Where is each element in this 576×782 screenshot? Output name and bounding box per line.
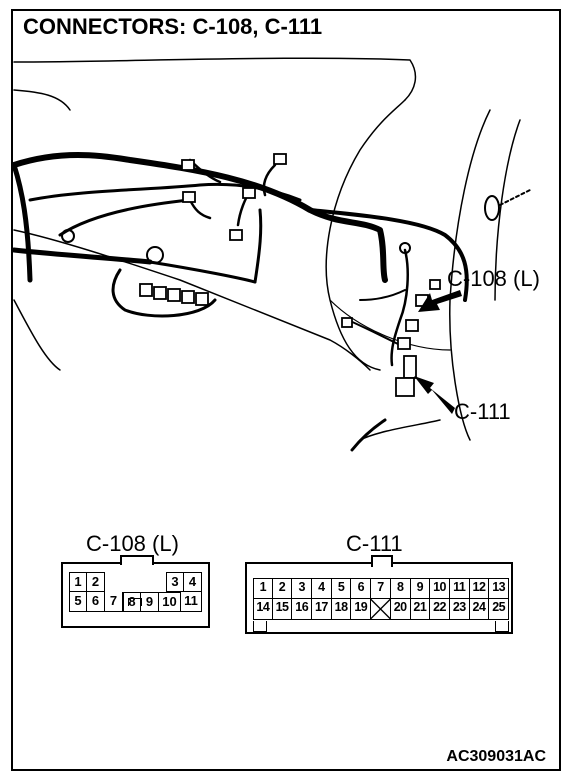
c108-pin: 5	[69, 592, 87, 612]
c111-pin: 7	[371, 578, 391, 599]
c111-pin: 17	[312, 599, 332, 620]
c111-pin: 15	[272, 599, 293, 620]
c111-pin: 1	[253, 578, 273, 599]
c108-pin: 1	[69, 572, 87, 592]
diagram-frame	[11, 9, 561, 771]
c108-pin: 10	[159, 592, 181, 612]
c111-pin: 14	[253, 599, 273, 620]
c111-pin: 23	[449, 599, 470, 620]
c108-key	[128, 598, 142, 606]
c108-pin: 9	[141, 592, 159, 612]
c111-pin: 6	[351, 578, 372, 599]
c108-callout-label: C-108 (L)	[447, 266, 540, 291]
c108-pin: 8	[123, 592, 141, 612]
c111-pin: 18	[331, 599, 352, 620]
c111-pin: 11	[449, 578, 470, 599]
c108-connector-face: 1 2 3 4 5 6 7 8 9 10 11	[61, 555, 210, 628]
c111-pin: 2	[272, 578, 293, 599]
c111-pin: 21	[410, 599, 431, 620]
c111-pin: 4	[312, 578, 332, 599]
c111-callout-label: C-111	[454, 399, 511, 424]
c111-pin: 10	[430, 578, 450, 599]
c108-face-label: C-108 (L)	[86, 531, 179, 556]
c111-pin: 13	[489, 578, 509, 599]
c111-pin: 22	[430, 599, 450, 620]
c108-pin: 7	[105, 592, 123, 612]
c108-pin: 3	[166, 572, 184, 592]
c111-pin: 20	[390, 599, 411, 620]
c111-pin: 25	[489, 599, 509, 620]
c111-pin: 16	[292, 599, 313, 620]
c111-pin: 8	[390, 578, 411, 599]
c111-blank-cavity	[371, 599, 391, 620]
c111-left-guide	[253, 621, 267, 632]
c108-latch	[120, 555, 154, 565]
c108-pin: 4	[184, 572, 202, 592]
c111-pin: 3	[292, 578, 313, 599]
c108-pin: 6	[87, 592, 105, 612]
c108-pin: 11	[181, 592, 202, 612]
c111-right-guide	[495, 621, 509, 632]
diagram-title: CONNECTORS: C-108, C-111	[23, 14, 323, 39]
c111-pin: 19	[351, 599, 372, 620]
c111-pin: 5	[331, 578, 352, 599]
c111-pin: 9	[410, 578, 431, 599]
c111-pin: 24	[469, 599, 490, 620]
c111-face-label: C-111	[346, 531, 403, 556]
figure-code: AC309031AC	[446, 748, 546, 765]
c108-pin: 2	[87, 572, 105, 592]
c111-pin: 12	[469, 578, 490, 599]
c111-latch	[371, 555, 393, 567]
